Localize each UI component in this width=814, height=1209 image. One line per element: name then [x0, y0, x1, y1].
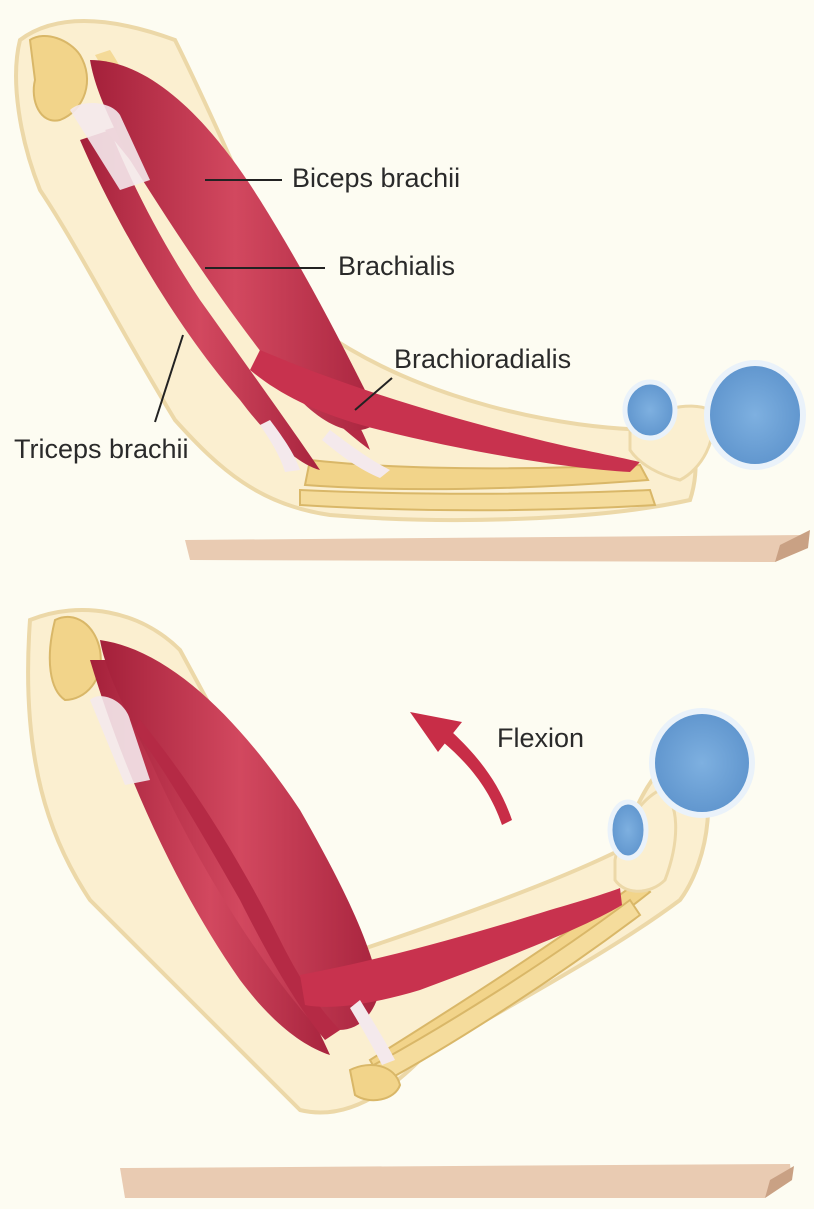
brachioradialis-label: Brachioradialis	[394, 346, 571, 373]
flexion-label: Flexion	[497, 725, 584, 752]
dumbbell-plate-far	[625, 382, 675, 438]
extended-arm-panel	[16, 21, 810, 562]
table-top	[185, 535, 808, 562]
dumbbell-plate-near-2	[652, 711, 752, 815]
ulna-bone	[300, 490, 655, 510]
triceps-brachii-label: Triceps brachii	[14, 436, 189, 463]
biceps-brachii-label: Biceps brachii	[292, 165, 460, 192]
brachialis-label: Brachialis	[338, 253, 455, 280]
table-top-2	[120, 1164, 792, 1198]
dumbbell-plate-near	[707, 363, 803, 467]
table-edge	[775, 530, 810, 562]
flexed-arm-panel	[28, 610, 794, 1198]
dumbbell-plate-far-2	[610, 802, 646, 858]
